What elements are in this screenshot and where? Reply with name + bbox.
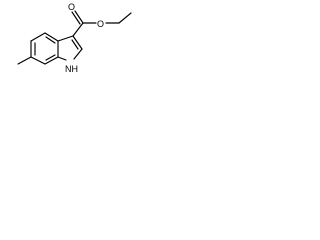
bond-c3a-c4 — [44, 32, 59, 42]
ethyl-ester-group — [71, 10, 132, 37]
bond-c3-c2 — [72, 35, 83, 50]
carbonyl-double-bond-outer — [74, 10, 84, 24]
bond-c3-carbonyl-carbon — [72, 22, 84, 37]
double-bond-c3-c2-inner — [71, 39, 79, 50]
carbonyl-double-bond-inner — [71, 11, 81, 25]
carbonyl-oxygen-label: O — [68, 2, 75, 12]
bond-c6-c7 — [30, 56, 46, 65]
bond-ethyl-ch2-ch3 — [118, 12, 132, 24]
indole-nitrogen-label: NH — [65, 64, 78, 74]
aromatic-inner-c7-c7a — [45, 54, 56, 61]
bond-n1-c7a — [57, 56, 67, 61]
benzene-ring — [30, 32, 59, 65]
ethyl-methylindole-carboxylate-structure: O O NH — [17, 2, 132, 74]
bond-c4-c5 — [30, 32, 46, 42]
bond-c7-c7a — [44, 56, 59, 65]
methyl-bond — [17, 56, 32, 65]
ether-oxygen-label: O — [97, 19, 104, 29]
pyrrole-ring — [57, 35, 83, 61]
bond-c3a-c3 — [57, 35, 74, 42]
aromatic-inner-c3a-c4 — [45, 36, 56, 44]
bond-c2-n1 — [73, 48, 83, 60]
